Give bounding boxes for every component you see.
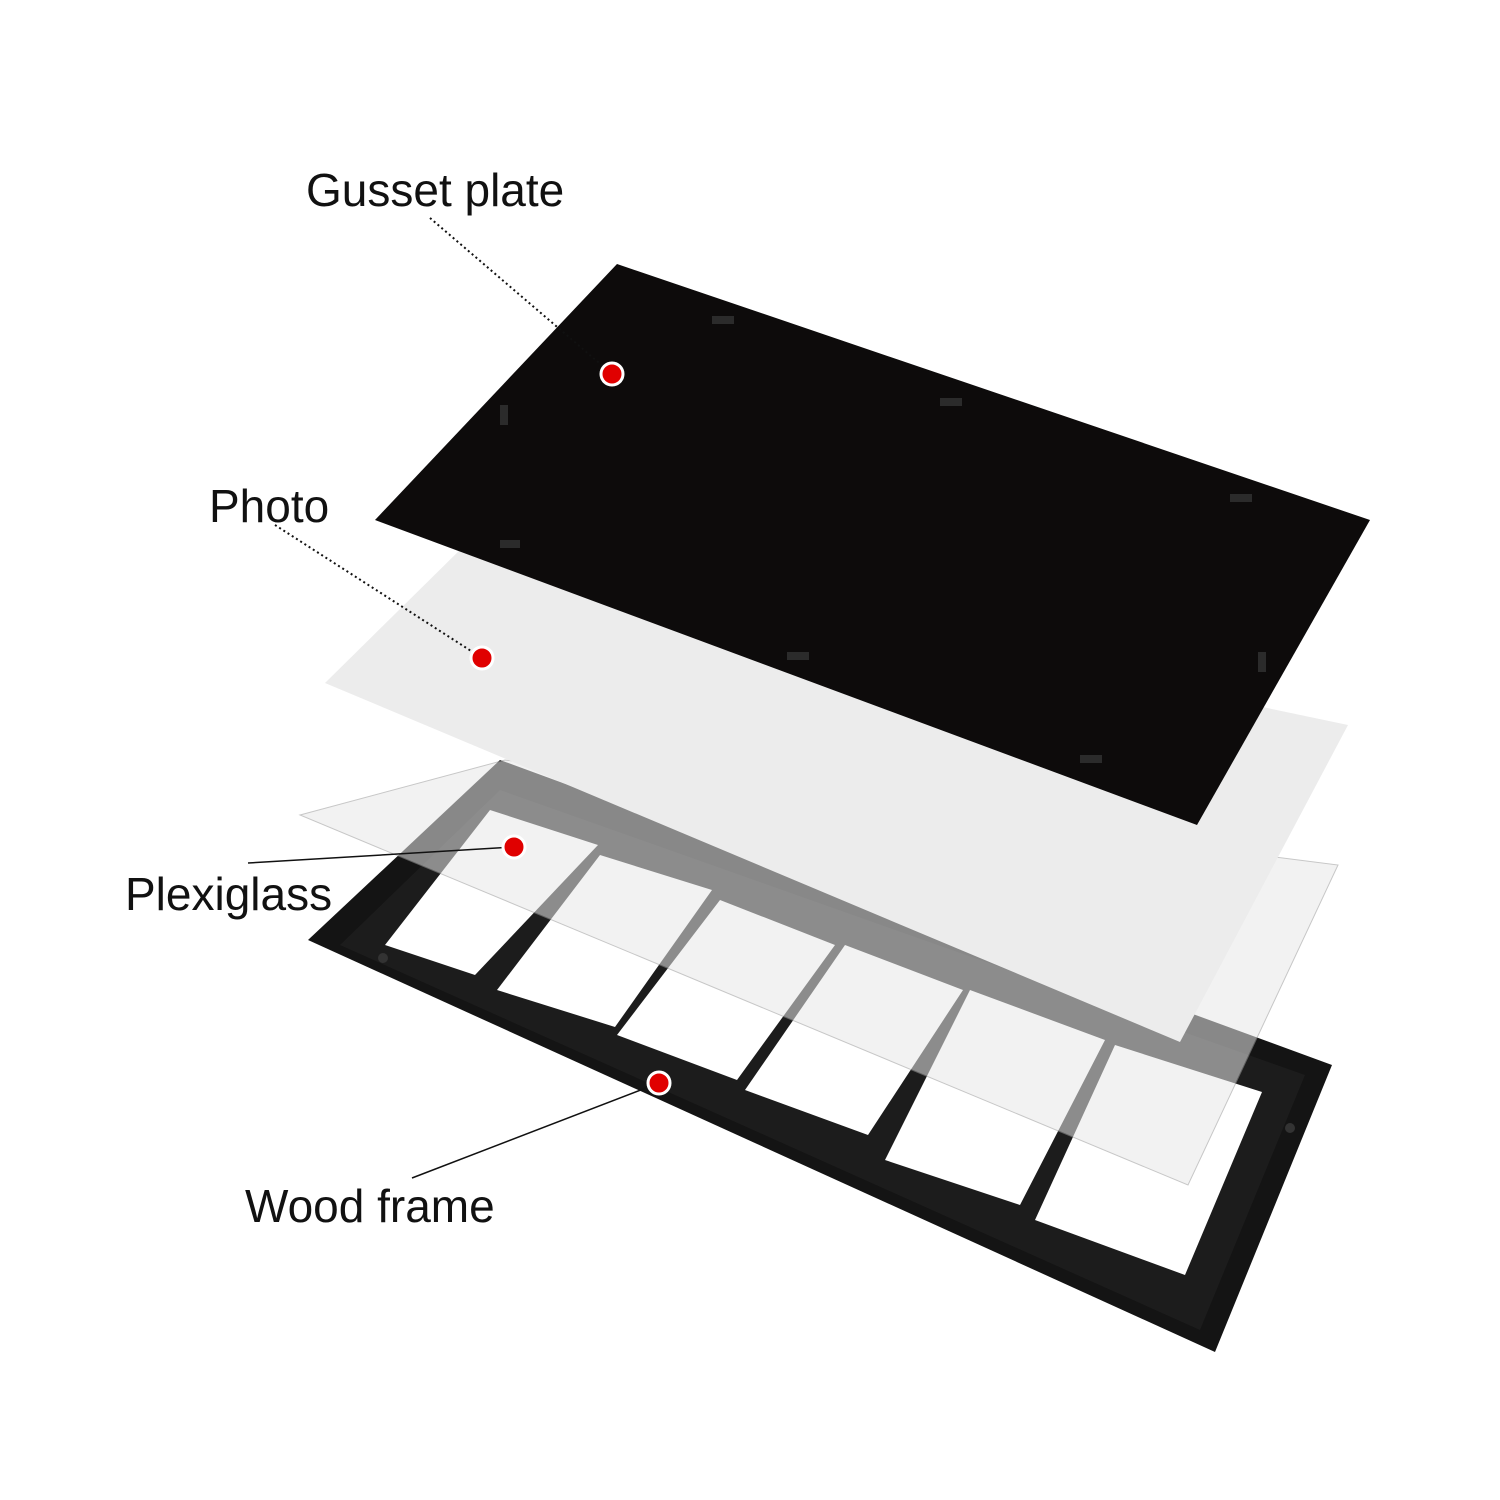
- wood-frame-marker: [646, 1070, 672, 1096]
- photo-marker: [469, 645, 495, 671]
- leader-lines: [247, 217, 660, 1179]
- gusset-plate-marker: [599, 361, 625, 387]
- plexiglass-marker: [501, 834, 527, 860]
- wood-frame-label: Wood frame: [245, 1180, 495, 1232]
- photo-label: Photo: [209, 480, 330, 532]
- photo-sheet: [325, 540, 1348, 1042]
- gusset-plate-label: Gusset plate: [306, 164, 565, 216]
- plexiglass-label: Plexiglass: [125, 868, 333, 920]
- gusset-plate: [375, 264, 1370, 825]
- markers: [469, 361, 672, 1096]
